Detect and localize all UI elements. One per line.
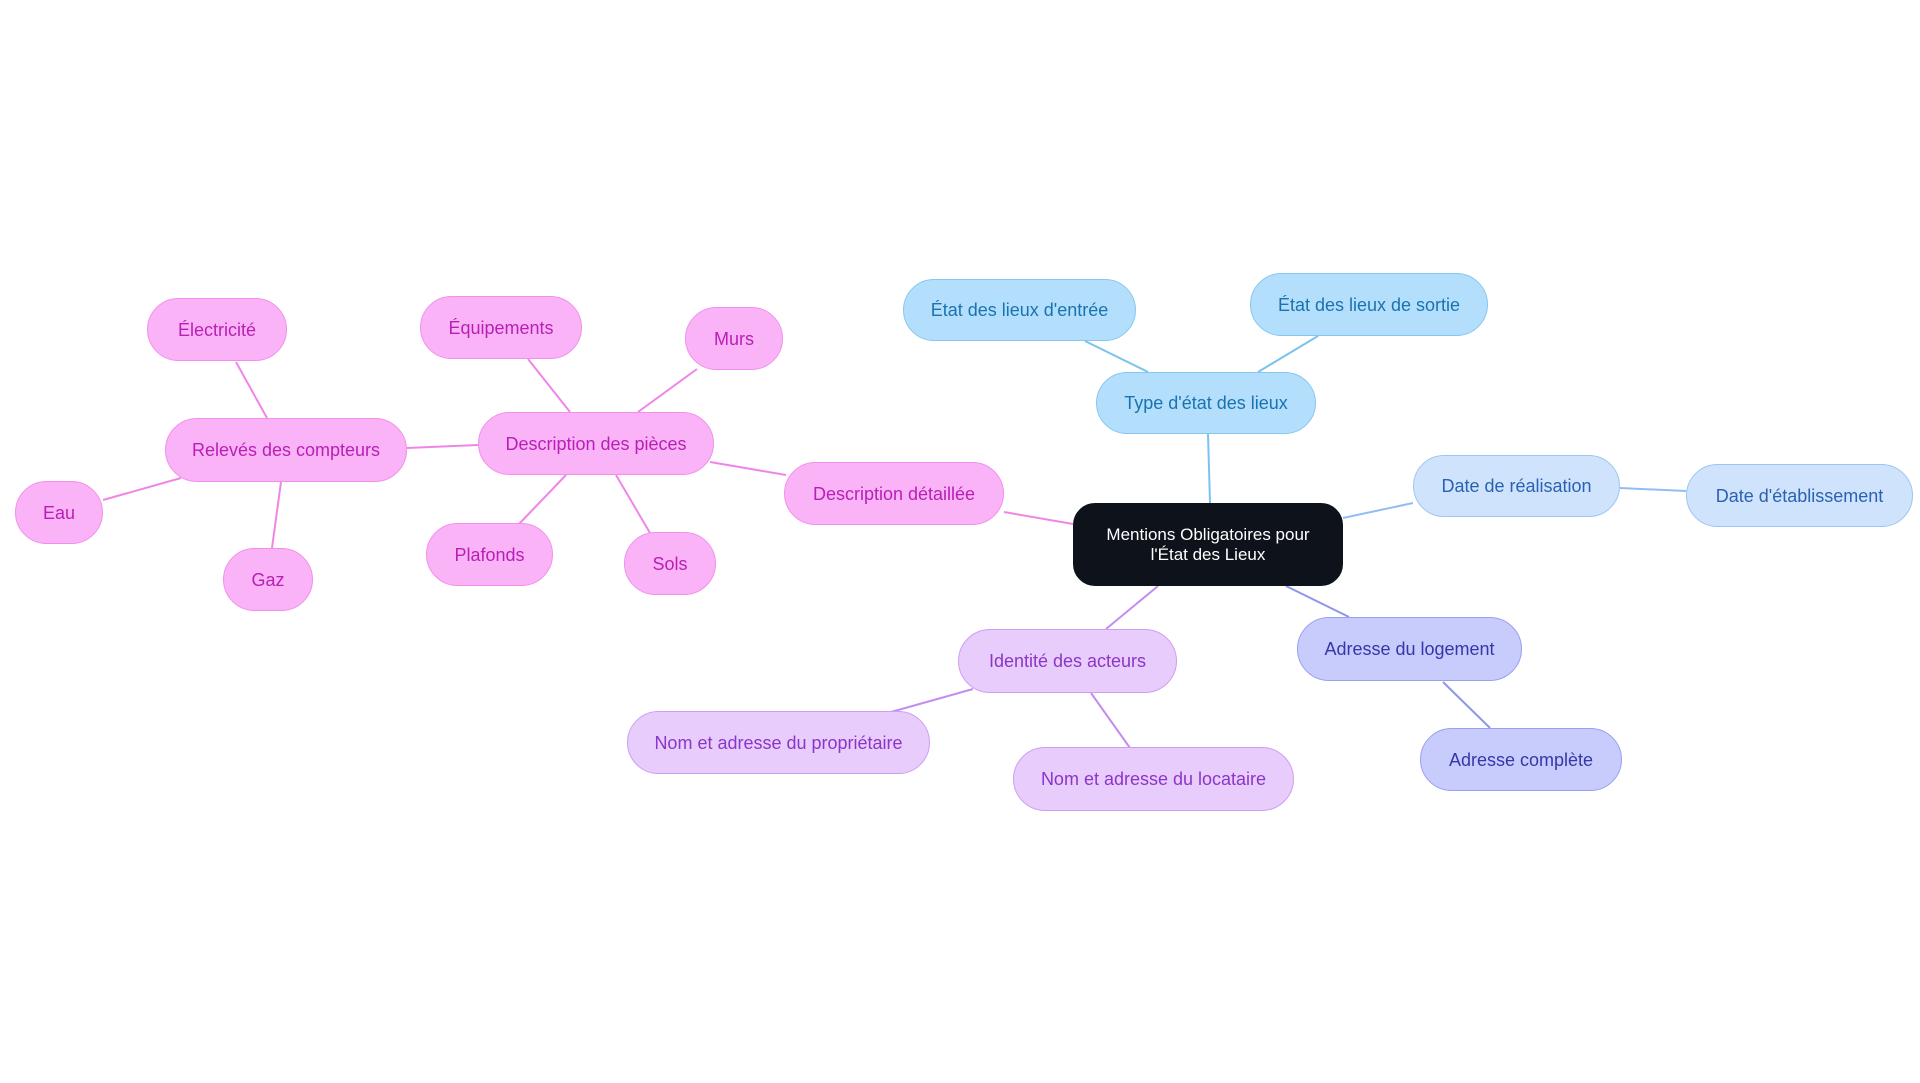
edge-pieces-murs [637,368,698,413]
edge-releves-eau [102,477,182,501]
edge-type-entree [1084,340,1149,373]
node-label: Équipements [448,317,554,338]
node-label: Nom et adresse du propriétaire [654,732,903,753]
edge-pieces-sols [615,474,651,534]
edge-pieces-releves [406,444,479,449]
node-adresse-complete[interactable]: Adresse complète [1420,728,1622,791]
root-node[interactable]: Mentions Obligatoires pour l'État des Li… [1073,503,1343,586]
node-murs[interactable]: Murs [685,307,783,370]
edge-root-date [1342,502,1414,519]
node-label: Adresse du logement [1324,639,1495,659]
node-label: Adresse complète [1448,749,1594,770]
node-label: Nom et adresse du locataire [1040,769,1267,789]
edge-type-sortie [1257,335,1319,373]
node-label: État des lieux d'entrée [930,300,1109,320]
node-date-realisation[interactable]: Date de réalisation [1413,455,1620,517]
edge-root-identite [1105,585,1159,630]
node-label: Date d'établissement [1715,485,1884,506]
edge-releves-gaz [271,481,282,549]
node-label: Identité des acteurs [988,651,1147,671]
node-label: Électricité [177,319,257,340]
edge-releves-electricite [235,361,268,419]
edge-adresse-complete [1442,681,1491,729]
node-plafonds[interactable]: Plafonds [426,523,553,586]
edge-identite-locataire [1090,692,1131,749]
node-eau[interactable]: Eau [15,481,103,544]
edge-description-pieces [709,461,787,476]
node-identite-acteurs[interactable]: Identité des acteurs [958,629,1177,693]
node-description-detaillee[interactable]: Description détaillée [784,462,1004,525]
node-gaz[interactable]: Gaz [223,548,313,611]
node-etat-des-lieux-entree[interactable]: État des lieux d'entrée [903,279,1136,341]
edge-pieces-plafonds [518,474,567,525]
edge-root-description [1003,511,1074,525]
node-type-etat-des-lieux[interactable]: Type d'état des lieux [1096,372,1316,434]
edge-date-etablissement [1619,487,1687,492]
node-nom-adresse-proprietaire[interactable]: Nom et adresse du propriétaire [627,711,930,774]
node-description-pieces[interactable]: Description des pièces [478,412,714,475]
edge-identite-proprietaire [890,688,974,713]
node-label: Relevés des compteurs [191,440,381,460]
node-label: État des lieux de sortie [1277,294,1461,315]
node-releves-compteurs[interactable]: Relevés des compteurs [165,418,407,482]
node-nom-adresse-locataire[interactable]: Nom et adresse du locataire [1013,747,1294,811]
node-label: Gaz [251,569,285,590]
node-label: Description des pièces [505,433,687,454]
root-label: Mentions Obligatoires pour l'État des Li… [1106,524,1310,564]
node-label: Plafonds [454,544,525,565]
node-date-etablissement[interactable]: Date d'établissement [1686,464,1913,527]
node-equipements[interactable]: Équipements [420,296,582,359]
edge-root-adresse [1285,585,1350,618]
node-electricite[interactable]: Électricité [147,298,287,361]
edge-root-type [1207,433,1211,504]
node-etat-des-lieux-sortie[interactable]: État des lieux de sortie [1250,273,1488,336]
node-sols[interactable]: Sols [624,532,716,595]
node-label: Date de réalisation [1441,476,1592,496]
edge-pieces-equipements [527,358,571,413]
node-label: Eau [42,502,76,523]
node-label: Murs [714,328,754,349]
node-label: Sols [652,553,688,574]
node-label: Description détaillée [812,483,976,504]
node-adresse-logement[interactable]: Adresse du logement [1297,617,1522,681]
node-label: Type d'état des lieux [1124,393,1288,413]
